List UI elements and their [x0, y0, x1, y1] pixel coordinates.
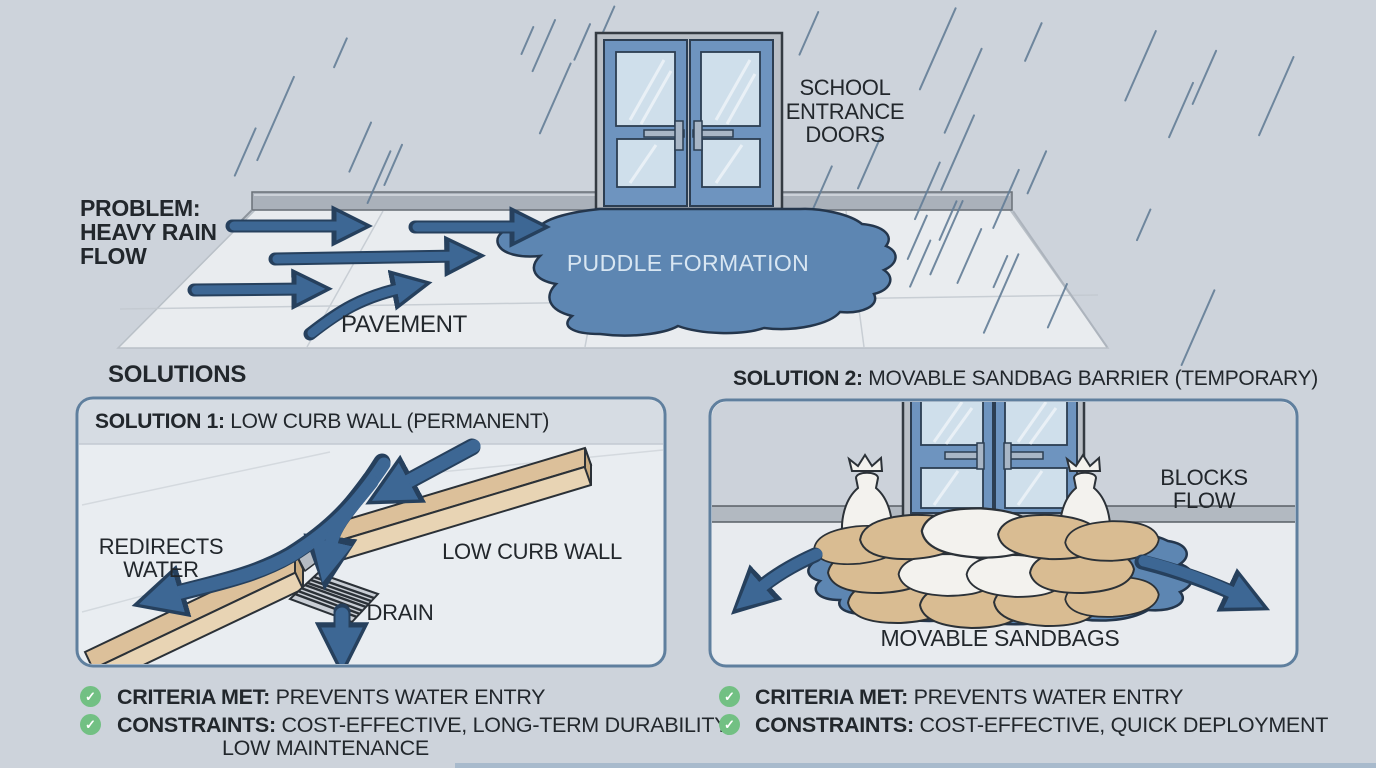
problem-scene	[116, 5, 1295, 366]
school-entrance-doors	[594, 31, 784, 211]
solution1-constraints-line2: LOW MAINTENANCE	[222, 736, 429, 760]
floor-right-edge	[1012, 210, 1108, 348]
low-curb-wall-label: LOW CURB WALL	[442, 539, 622, 564]
puddle-formation-label: PUDDLE FORMATION	[566, 250, 810, 276]
solution2-constraints: CONSTRAINTS: COST-EFFECTIVE, QUICK DEPLO…	[755, 713, 1329, 737]
problem-label: PROBLEM: HEAVY RAIN FLOW	[80, 195, 217, 269]
solution1-title: SOLUTION 1: LOW CURB WALL (PERMANENT)	[95, 410, 550, 433]
bottom-accent-strip	[455, 763, 1376, 768]
drain-label: DRAIN	[366, 600, 434, 625]
solution2-title: SOLUTION 2: MOVABLE SANDBAG BARRIER (TEM…	[733, 367, 1318, 390]
blocks-flow-label: BLOCKS FLOW	[1160, 465, 1248, 513]
movable-sandbags-label: MOVABLE SANDBAGS	[880, 625, 1120, 651]
pavement-label: PAVEMENT	[340, 311, 468, 338]
check-icon: ✓	[719, 714, 740, 735]
panel2-entrance-doors	[901, 402, 1086, 519]
redirects-water-label: REDIRECTS WATER	[98, 534, 224, 582]
solutions-heading: SOLUTIONS	[108, 361, 247, 388]
panel2-push-bars	[944, 442, 1044, 470]
door-push-bars	[643, 120, 734, 151]
panel1-water-arrows	[131, 438, 481, 664]
solution2-criteria-met: CRITERIA MET: PREVENTS WATER ENTRY	[755, 685, 1184, 709]
solution2-panel-graphics	[708, 398, 1299, 668]
glass-reflections	[628, 59, 757, 184]
door-glass-panes	[615, 51, 761, 188]
solution1-criteria-met: CRITERIA MET: PREVENTS WATER ENTRY	[117, 685, 546, 709]
rain-flow-arrows	[187, 205, 551, 341]
check-icon: ✓	[80, 686, 101, 707]
solution1-constraints: CONSTRAINTS: COST-EFFECTIVE, LONG-TERM D…	[117, 713, 732, 737]
panel2-glass-reflections	[932, 402, 1058, 506]
check-icon: ✓	[80, 714, 101, 735]
check-icon: ✓	[719, 686, 740, 707]
rain	[233, 5, 1295, 366]
solution1-panel-graphics	[75, 396, 667, 668]
school-entrance-doors-label: SCHOOL ENTRANCE DOORS	[785, 75, 905, 147]
puddle	[496, 207, 897, 337]
panel2-deflect-arrows	[730, 547, 1271, 615]
